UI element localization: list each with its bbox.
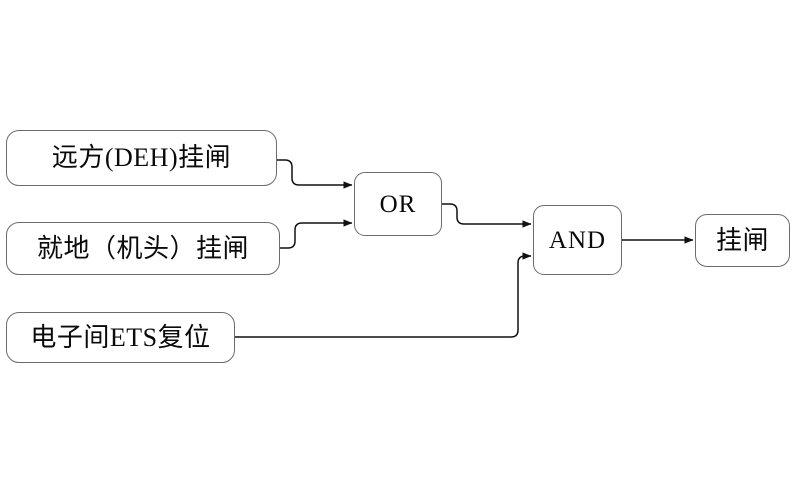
connector-or-to-and (442, 203, 532, 228)
node-remote-deh[interactable]: 远方(DEH)挂闸 (6, 130, 277, 186)
node-local-machine-head-label: 就地（机头）挂闸 (36, 233, 249, 263)
connector-local-to-or (280, 219, 353, 249)
node-output-guazha-label: 挂闸 (715, 225, 769, 255)
gate-or[interactable]: OR (354, 172, 442, 236)
connector-deh-to-or (277, 159, 353, 189)
gate-or-label: OR (379, 190, 417, 218)
node-ets-reset-label: 电子间ETS复位 (30, 322, 211, 352)
node-local-machine-head[interactable]: 就地（机头）挂闸 (6, 222, 280, 275)
node-remote-deh-label: 远方(DEH)挂闸 (51, 143, 232, 172)
gate-and-label: AND (548, 226, 607, 254)
gate-and[interactable]: AND (533, 205, 622, 275)
connector-ets-to-and (235, 252, 532, 338)
node-ets-reset[interactable]: 电子间ETS复位 (6, 312, 235, 363)
node-output-guazha[interactable]: 挂闸 (695, 214, 790, 267)
